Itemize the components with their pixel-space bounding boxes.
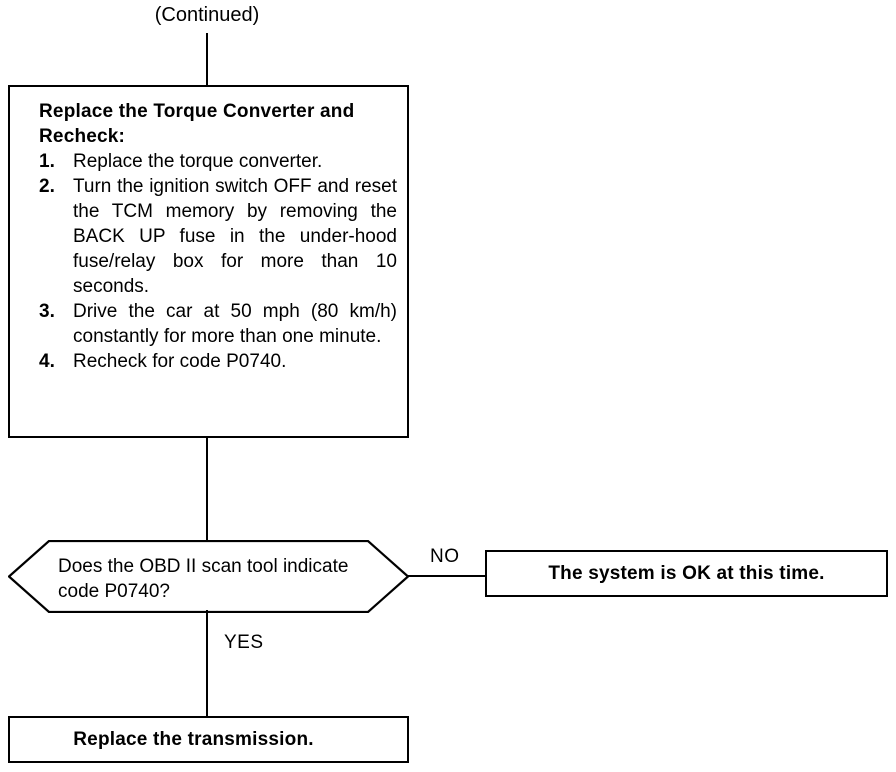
instruction-step-text: Replace the torque converter. bbox=[73, 151, 323, 172]
decision-question-text: Does the OBD II scan tool indicate code … bbox=[58, 556, 349, 602]
continued-label: (Continued) bbox=[154, 4, 260, 26]
connector-continued-to-instruction-box bbox=[206, 33, 208, 86]
instruction-step-number: 4. bbox=[39, 351, 55, 372]
result-box-replace-transmission-text: Replace the transmission. bbox=[73, 728, 314, 750]
instruction-step: 3. Drive the car at 50 mph (80 km/h) cons… bbox=[39, 299, 397, 349]
branch-label-no: NO bbox=[430, 546, 460, 567]
instruction-box-heading: Replace the Torque Converter and Recheck… bbox=[39, 101, 355, 147]
connector-decision-yes-branch bbox=[206, 610, 208, 717]
result-box-system-ok: The system is OK at this time. bbox=[485, 550, 888, 597]
instruction-step: 2. Turn the ignition switch OFF and reset… bbox=[39, 174, 397, 299]
result-box-replace-transmission: Replace the transmission. bbox=[8, 716, 409, 763]
instruction-step-number: 2. bbox=[39, 176, 55, 197]
instruction-step-list: 1. Replace the torque converter. 2. Turn th… bbox=[39, 149, 397, 374]
instruction-box-replace-torque-converter: Replace the Torque Converter and Recheck… bbox=[8, 85, 409, 438]
instruction-step: 4. Recheck for code P0740. bbox=[39, 349, 397, 374]
instruction-step-text: Turn the ignition switch OFF and reset t… bbox=[73, 176, 397, 297]
branch-label-yes: YES bbox=[224, 632, 264, 653]
result-box-system-ok-text: The system is OK at this time. bbox=[548, 562, 825, 584]
instruction-step-text: Recheck for code P0740. bbox=[73, 351, 287, 372]
instruction-step-text: Drive the car at 50 mph (80 km/h) consta… bbox=[73, 301, 397, 347]
connector-decision-no-branch bbox=[408, 575, 487, 577]
decision-hexagon-shape bbox=[8, 540, 409, 613]
instruction-step-number: 3. bbox=[39, 301, 55, 322]
instruction-step: 1. Replace the torque converter. bbox=[39, 149, 397, 174]
instruction-box-content: Replace the Torque Converter and Recheck… bbox=[39, 99, 397, 374]
connector-instruction-box-to-decision bbox=[206, 437, 208, 543]
instruction-step-number: 1. bbox=[39, 151, 55, 172]
